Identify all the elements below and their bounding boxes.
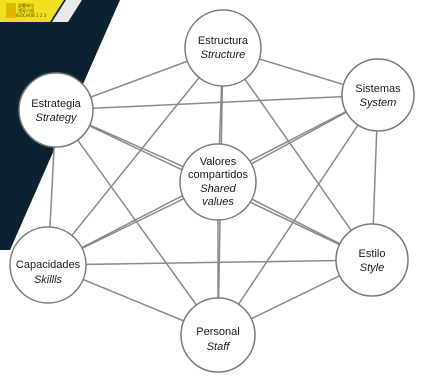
skills-label-es: Capacidades: [16, 259, 81, 271]
line-style-skills: [47, 259, 373, 266]
logo-text-1: 部署单位: [18, 2, 34, 8]
staff-label-en: Staff: [207, 341, 231, 353]
shared-label-es-1: Valores: [200, 156, 237, 168]
strategy-label-es: Estrategia: [31, 98, 81, 110]
corner-dark-band: [70, 0, 120, 22]
logo-emblem: [6, 3, 16, 18]
skills-label-en: Skillls: [34, 274, 63, 286]
staff-label-es: Personal: [196, 326, 239, 338]
node-circles: [9, 9, 415, 373]
node-shared-circle: [179, 143, 257, 221]
node-labels: Estructura Structure Sistemas System Est…: [16, 35, 401, 353]
system-label-es: Sistemas: [355, 83, 401, 95]
shared-label-en-1: Shared: [200, 183, 236, 195]
style-label-en: Style: [360, 262, 384, 274]
node-skills-circle: [9, 226, 87, 304]
node-system-circle: [341, 58, 415, 132]
shared-label-es-2: compartidos: [188, 169, 248, 181]
logo-text-3: ОБОСНОВ 1 2 3: [14, 13, 47, 18]
node-structure-circle: [184, 9, 262, 87]
structure-label-en: Structure: [201, 49, 246, 61]
system-label-en: System: [360, 97, 397, 109]
style-label-es: Estilo: [359, 248, 386, 260]
strategy-label-en: Strategy: [36, 112, 78, 124]
node-strategy-circle: [18, 72, 94, 148]
node-staff-circle: [180, 297, 256, 373]
line-structure-skills: [47, 47, 224, 266]
shared-label-en-2: values: [202, 196, 234, 208]
line-structure-style: [222, 47, 373, 261]
logo-text-2: 领导小组: [18, 7, 34, 13]
corner-white-stripe: [52, 0, 82, 22]
line-staff-strategy: [55, 109, 219, 336]
line-system-staff: [217, 94, 379, 336]
structure-label-es: Estructura: [198, 35, 249, 47]
node-style-circle: [335, 223, 409, 297]
line-system-strategy: [55, 94, 379, 111]
